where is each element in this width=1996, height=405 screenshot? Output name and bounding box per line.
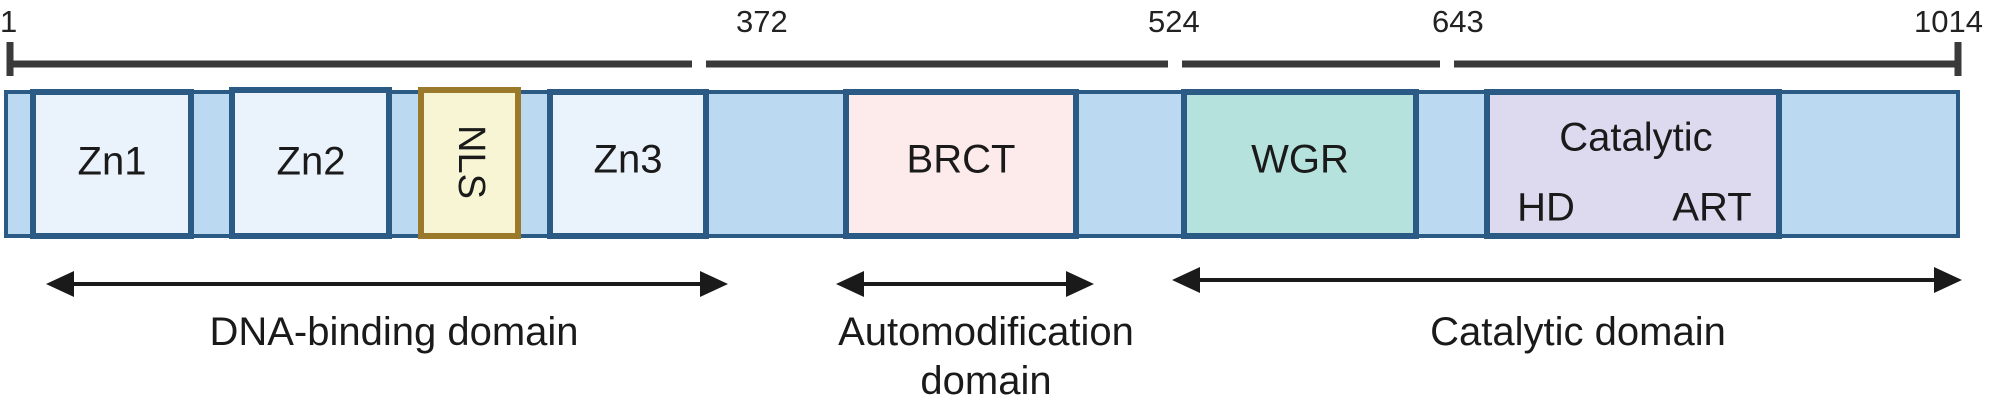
- subdomain-label-art: ART: [1672, 186, 1751, 230]
- position-label-1: 1: [0, 4, 17, 39]
- domain-zn1: Zn1: [30, 89, 194, 239]
- region-label-automodification-line1: Automodification: [838, 310, 1134, 354]
- domain-zn2: Zn2: [229, 87, 392, 239]
- position-label-372: 372: [736, 4, 788, 39]
- catalytic-domain-arrow: [1172, 267, 1962, 293]
- domain-label-wgr: WGR: [1251, 138, 1349, 182]
- domain-label-zn3: Zn3: [594, 138, 663, 182]
- domain-label-catalytic: Catalytic: [1559, 116, 1712, 160]
- region-label-catalytic-domain: Catalytic domain: [1430, 310, 1726, 354]
- position-label-1014: 1014: [1914, 4, 1983, 39]
- domain-label-brct: BRCT: [907, 138, 1016, 182]
- position-label-643: 643: [1432, 4, 1484, 39]
- position-label-524: 524: [1148, 4, 1200, 39]
- region-label-automodification-line2: domain: [920, 359, 1051, 403]
- domain-wgr: WGR: [1181, 89, 1419, 239]
- domain-brct: BRCT: [843, 89, 1079, 239]
- domain-label-zn2: Zn2: [277, 140, 346, 184]
- subdomain-label-hd: HD: [1517, 186, 1575, 230]
- dna-binding-arrow: [46, 271, 728, 297]
- region-label-dna-binding: DNA-binding domain: [209, 310, 578, 354]
- domain-nls: NLS: [418, 87, 521, 239]
- domain-label-zn1: Zn1: [78, 140, 147, 184]
- automodification-arrow: [836, 271, 1094, 297]
- domain-zn3: Zn3: [547, 89, 709, 239]
- scale-bar: [6, 42, 1962, 76]
- domain-label-nls: NLS: [450, 125, 492, 199]
- domain-catalytic: Catalytic HD ART: [1484, 89, 1782, 239]
